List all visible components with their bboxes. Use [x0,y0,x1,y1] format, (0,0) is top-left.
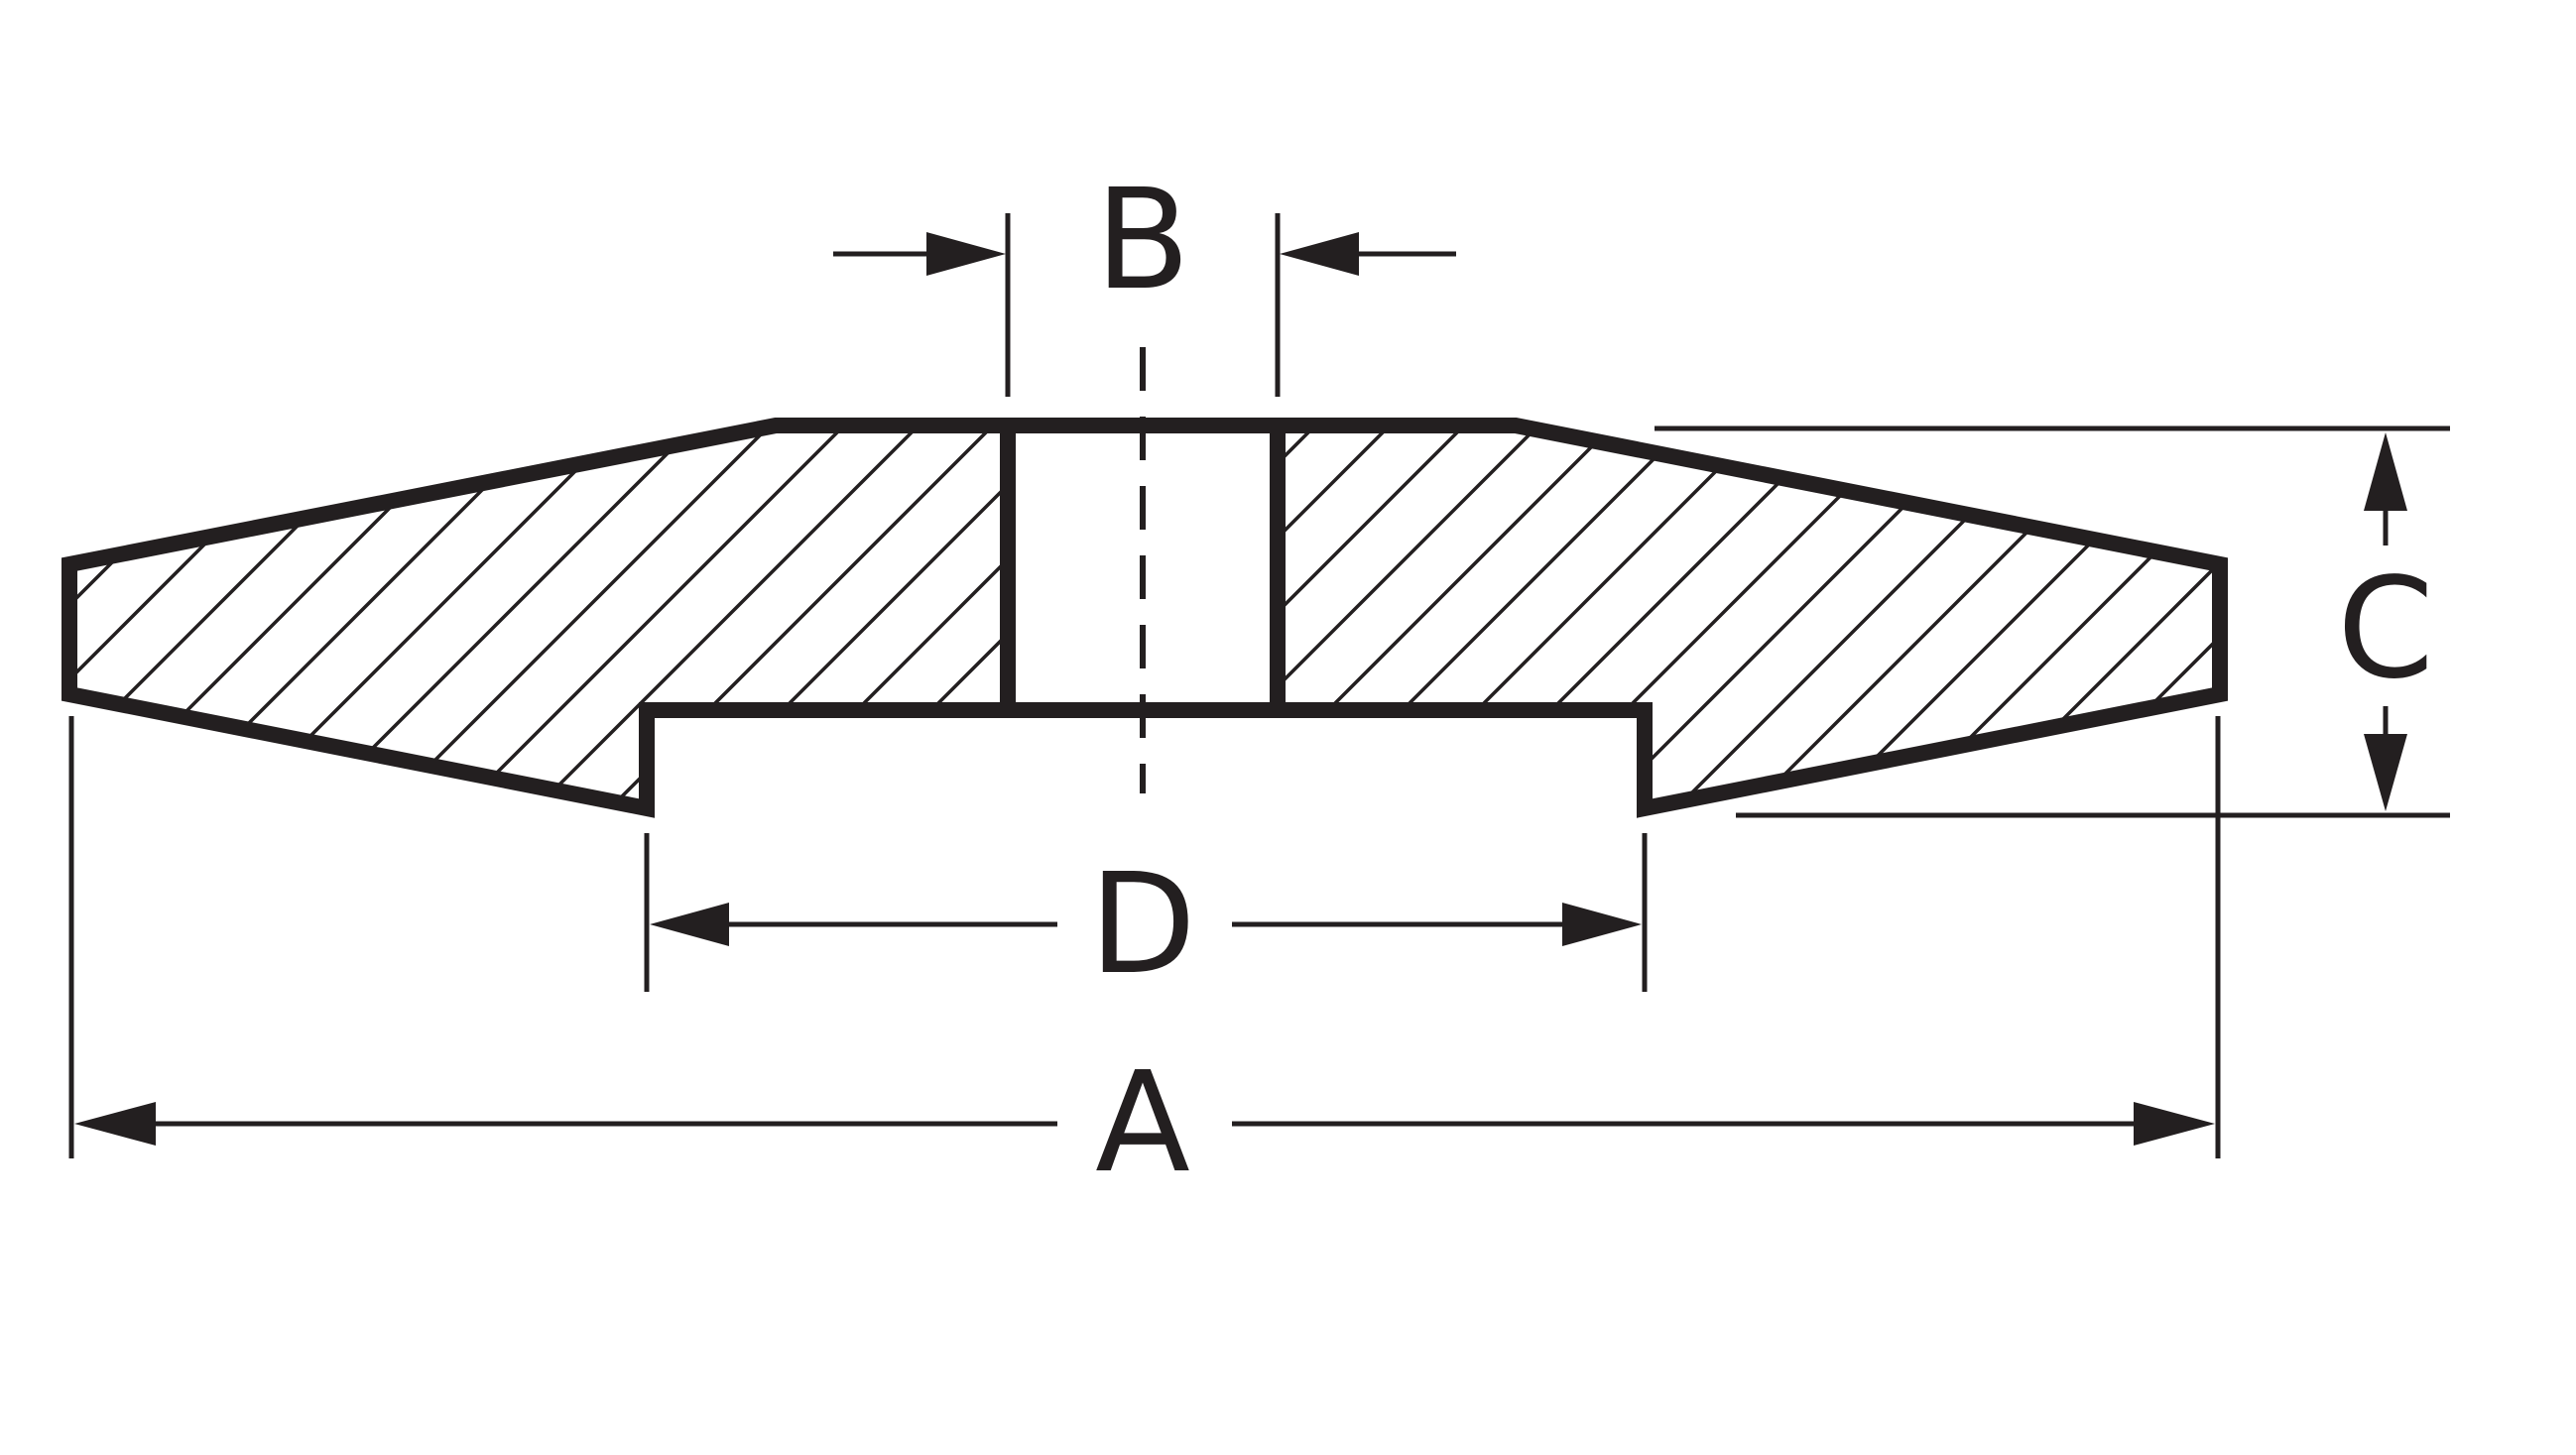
left-section-hatching [69,425,1008,808]
label-d: D [1089,844,1196,1006]
hatch-line [97,425,597,808]
hatch-line [1278,425,1589,808]
hatch-line [69,425,225,808]
hatch-line [1759,425,2220,808]
dimension-c: C [1655,425,2450,818]
right-section-outline [1270,418,2228,818]
hatch-line [1684,425,2184,808]
hatch-line [544,425,1008,808]
hatch-line [1907,425,2220,808]
label-b: B [1095,160,1190,321]
hatch-line [69,425,300,808]
hatch-line [2056,425,2220,808]
hatch-line [1278,425,1663,808]
dimension-a: A [68,716,2221,1204]
hatch-line [618,425,1008,808]
hatch-line [1312,425,1812,808]
hatch-line [469,425,969,808]
dimension-b: B [833,160,1456,397]
hatch-line [69,425,374,808]
hatch-line [767,425,1008,808]
hatch-line [1833,425,2220,808]
dimension-d: D [644,833,1648,1006]
hatch-line [1278,425,1515,808]
label-c: C [2337,548,2434,710]
label-a: A [1095,1042,1190,1204]
hatch-line [692,425,1008,808]
left-section-outline [61,418,1016,818]
hatch-line [841,425,1008,808]
hatch-line [1278,425,1440,808]
hatch-line [69,425,523,808]
